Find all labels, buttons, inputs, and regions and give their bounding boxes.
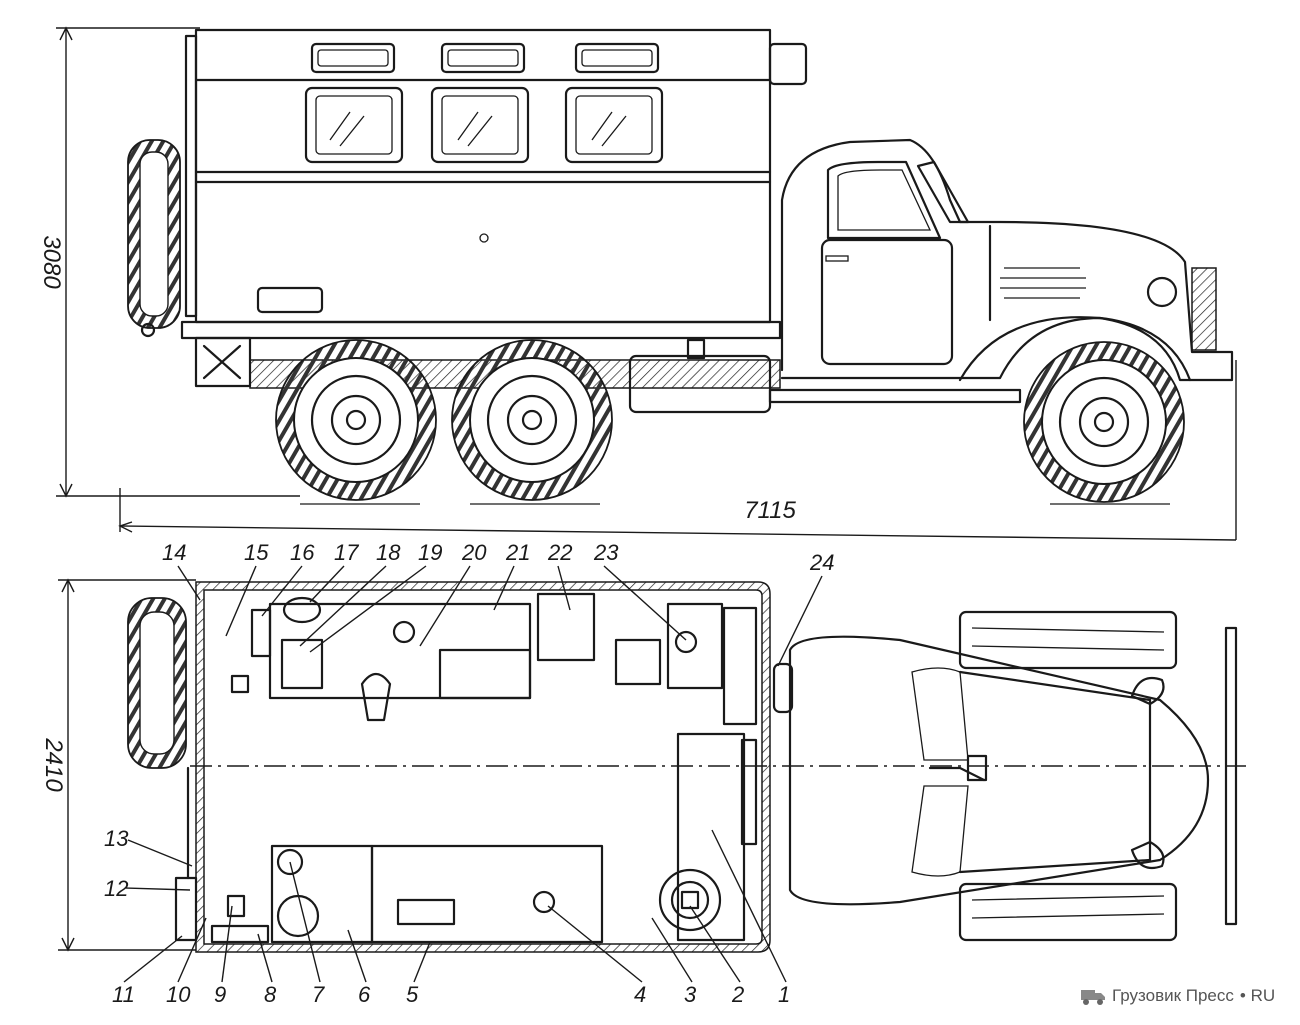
callout-15: 15 bbox=[244, 540, 269, 565]
callout-18: 18 bbox=[376, 540, 401, 565]
callout-9: 9 bbox=[214, 982, 226, 1007]
callout-3: 3 bbox=[684, 982, 697, 1007]
van-body bbox=[184, 28, 808, 324]
spare-wheel bbox=[127, 139, 181, 338]
side-view: 3080 bbox=[38, 26, 1237, 541]
callout-4: 4 bbox=[634, 982, 646, 1007]
watermark: Грузовик Пресс • RU bbox=[1080, 986, 1275, 1006]
front-wheel bbox=[1023, 341, 1185, 503]
cab bbox=[780, 138, 1234, 382]
callout-16: 16 bbox=[290, 540, 315, 565]
rear-wheel-1 bbox=[275, 339, 437, 501]
callout-24: 24 bbox=[809, 550, 834, 575]
callout-13: 13 bbox=[104, 826, 129, 851]
callout-10: 10 bbox=[166, 982, 191, 1007]
width-dimension: 2410 bbox=[40, 578, 196, 952]
callout-11: 11 bbox=[112, 982, 135, 1007]
van-floor bbox=[174, 581, 1246, 953]
watermark-suffix: • RU bbox=[1239, 986, 1276, 1005]
length-label: 7115 bbox=[744, 497, 796, 524]
callout-8: 8 bbox=[264, 982, 277, 1007]
spare-wheel-plan bbox=[127, 597, 187, 769]
leader-lines bbox=[123, 565, 823, 983]
length-dimension: 7115 bbox=[118, 360, 1237, 541]
callout-21: 21 bbox=[505, 540, 530, 565]
height-label: 3080 bbox=[38, 235, 65, 289]
callout-22: 22 bbox=[547, 540, 572, 565]
watermark-brand: Грузовик Пресс bbox=[1112, 986, 1234, 1005]
plan-view: 2410 bbox=[40, 540, 1246, 1007]
rear-wheel-2 bbox=[451, 339, 613, 501]
width-label: 2410 bbox=[40, 737, 67, 792]
callout-23: 23 bbox=[593, 540, 619, 565]
callout-14: 14 bbox=[162, 540, 186, 565]
callout-2: 2 bbox=[731, 982, 744, 1007]
callout-7: 7 bbox=[312, 982, 325, 1007]
callout-1: 1 bbox=[778, 982, 790, 1007]
callout-19: 19 bbox=[418, 540, 442, 565]
callout-17: 17 bbox=[334, 540, 359, 565]
callout-5: 5 bbox=[406, 982, 419, 1007]
callout-20: 20 bbox=[461, 540, 487, 565]
callouts: 1 2 3 4 5 6 7 8 9 10 11 12 13 14 15 16 1… bbox=[104, 540, 834, 1007]
height-dimension: 3080 bbox=[38, 26, 300, 498]
callout-6: 6 bbox=[358, 982, 371, 1007]
cab-plan bbox=[772, 610, 1238, 942]
callout-12: 12 bbox=[104, 876, 128, 901]
truck-logo-icon bbox=[1081, 990, 1105, 1005]
